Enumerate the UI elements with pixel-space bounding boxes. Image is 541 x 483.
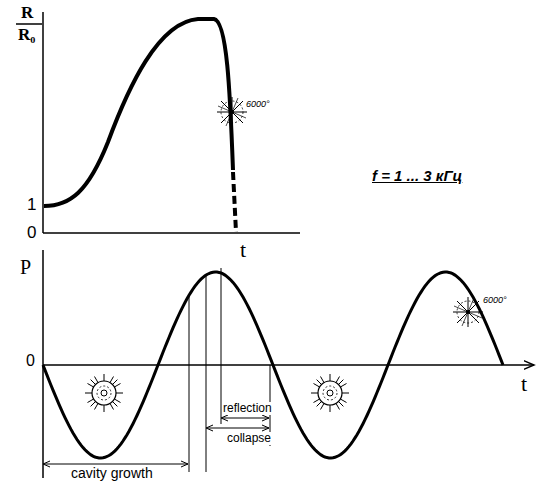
axis-label: P [20,256,31,278]
phase-label: collapse [226,432,272,445]
axis-label: R₀ [18,26,35,45]
temperature-label: 6000° [483,296,507,306]
axis-label: t [240,238,246,262]
tick-value: 0 [26,352,35,370]
phase-label: reflection [222,402,273,415]
phase-label: cavity growth [70,466,154,481]
tick-value: 0 [27,224,36,243]
axis-label: t [521,372,527,396]
axis-label: R [21,4,33,23]
temperature-label: 6000° [246,100,270,110]
tick-value: 1 [27,196,36,215]
frequency-note: f = 1 ... 3 кГц [372,168,462,185]
